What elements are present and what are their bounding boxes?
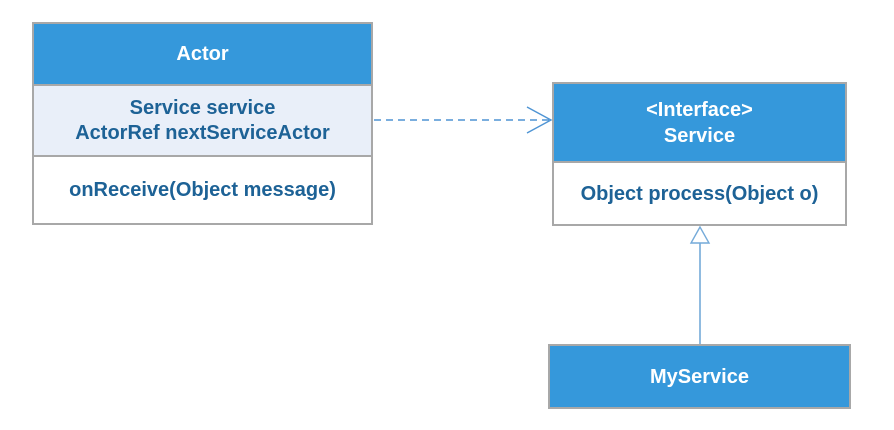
class-myservice-header: MyService <box>550 346 849 407</box>
method-line: onReceive(Object message) <box>69 179 336 201</box>
method-line: Object process(Object o) <box>580 182 819 205</box>
dependency-open-arrowhead-icon <box>526 106 553 134</box>
class-actor-header: Actor <box>34 24 371 84</box>
attribute-line: Service service <box>129 96 276 119</box>
attribute-line: ActorRef nextServiceActor <box>75 121 330 144</box>
class-actor-name: Actor <box>176 43 229 65</box>
class-service-name: Service <box>663 124 736 147</box>
class-actor-methods-section: onReceive(Object message) <box>34 157 371 223</box>
class-service-header: <Interface> Service <box>554 84 845 161</box>
class-actor-attributes-section: Service service ActorRef nextServiceActo… <box>34 84 371 157</box>
class-box-myservice: MyService <box>548 344 851 409</box>
class-service-stereotype: <Interface> <box>646 98 753 121</box>
class-box-actor: Actor Service service ActorRef nextServi… <box>32 22 373 225</box>
class-myservice-name: MyService <box>650 365 749 388</box>
class-service-methods-section: Object process(Object o) <box>554 161 845 224</box>
class-box-service-interface: <Interface> Service Object process(Objec… <box>552 82 847 226</box>
realization-hollow-triangle-icon <box>689 225 711 244</box>
